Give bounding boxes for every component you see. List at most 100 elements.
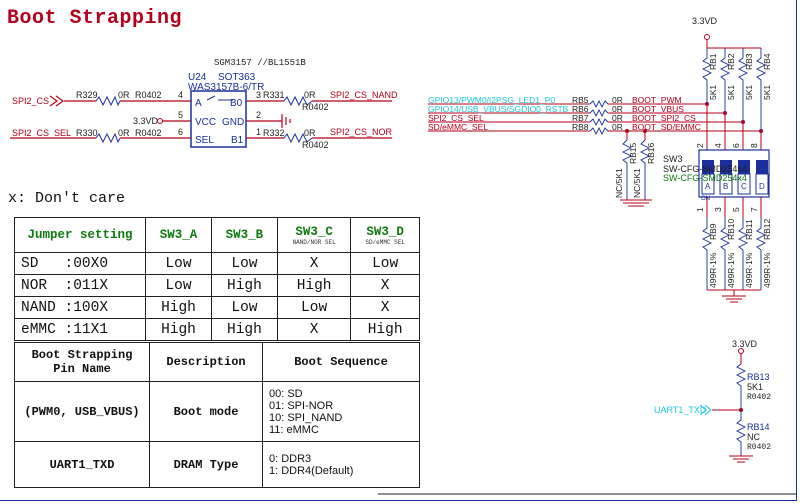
boot-switch-network	[428, 34, 770, 303]
r332-pkg: R0402	[302, 140, 329, 150]
table-row: (PWM0, USB_VBUS) Boot mode 00: SD 01: SP…	[14, 381, 420, 442]
pin-b0-num: 3	[256, 90, 261, 100]
sw3-on: ON	[701, 196, 710, 202]
pin-a-num: 4	[178, 90, 183, 100]
top-pin-8: 8	[749, 143, 759, 148]
top-pin-4: 4	[713, 143, 723, 148]
rb2-ref: RB2	[726, 53, 736, 70]
sw3-body	[698, 149, 770, 198]
spi2-cs-port-icon	[49, 95, 65, 107]
jumper-header-b: SW3_B	[210, 217, 278, 253]
r332-val: 0R	[304, 128, 316, 138]
sw3-label-d: D	[759, 182, 765, 191]
rb14-val: NC	[747, 432, 760, 442]
net-right-3: BOOT_SPI2_CS	[632, 113, 696, 123]
net-right-1: BOOT_PWM	[632, 95, 682, 105]
bottom-pin-7: 7	[749, 207, 759, 212]
net-right-4: BOOT_SD/EMMC	[632, 122, 701, 132]
r329-val: 0R	[118, 90, 130, 100]
table-row: NAND :100X High Low Low X	[14, 296, 420, 319]
net-spi2-cs-nand: SPI2_CS_NAND	[330, 90, 398, 100]
rb8-ref: RB8	[572, 122, 589, 132]
r330-resistor	[95, 132, 121, 144]
mux-gnd-icon	[281, 114, 291, 128]
pin-vcc-num: 5	[178, 110, 183, 120]
bottom-pin-3: 3	[713, 207, 723, 212]
jumper-header-a: SW3_A	[145, 217, 212, 253]
net-spi2-cs-sel: SPI2_CS_SEL	[12, 128, 71, 138]
net-uart1-txd: UART1_TXD	[654, 405, 707, 415]
mux-part-note: SGM3157 //BL1551B	[214, 58, 306, 68]
boot-header-pin: Boot Strapping Pin Name	[14, 342, 150, 382]
rb14-ref: RB14	[747, 422, 770, 432]
rb13-val: 5K1	[747, 382, 763, 392]
rb6-ref: RB6	[572, 104, 589, 114]
page-title: Boot Strapping	[7, 7, 183, 30]
rb4-ref: RB4	[762, 53, 772, 70]
pin-gnd-label: GND	[222, 117, 244, 128]
rb13-pkg: R0402	[747, 393, 771, 402]
r330-val: 0R	[118, 128, 130, 138]
boot-table-header: Boot Strapping Pin Name Description Boot…	[14, 342, 420, 382]
r329-ref: R329	[76, 90, 98, 100]
mux-vcc-icon	[157, 118, 163, 124]
pin-b1-label: B1	[231, 135, 244, 146]
sw3-label-a: A	[705, 182, 711, 191]
boot-header-desc: Description	[149, 342, 263, 382]
r330-ref: R330	[76, 128, 98, 138]
r331-val: 0R	[304, 90, 316, 100]
top-pin-6: 6	[731, 143, 741, 148]
mux-vcc-net: 3.3VD	[133, 116, 159, 126]
rb1-ref: RB1	[708, 53, 718, 70]
net-left-2: GPIO14/USB_VBUS/SGDIO0_RSTB	[428, 104, 569, 114]
rb14-pkg: R0402	[747, 443, 771, 452]
dont-care-note: x: Don't care	[8, 190, 126, 207]
rb4-val: 5K1	[762, 85, 772, 100]
rb13-ref: RB13	[747, 372, 770, 382]
pin-sel-label: SEL	[195, 135, 214, 146]
sw3-part-2: SW-CFG-SMD254x4	[663, 173, 747, 183]
mux-wires	[10, 100, 392, 139]
rb12-val: 499R-1%	[762, 252, 772, 288]
rb12-ref: RB12	[762, 218, 772, 240]
r332-ref: R332	[263, 128, 285, 138]
table-row: eMMC :11X1 High High X High	[14, 318, 420, 341]
rb16-val: NC/5K1	[632, 168, 642, 198]
rb6-val: 0R	[612, 104, 623, 114]
rb11-val: 499R-1%	[744, 252, 754, 288]
rb9-ref: RB9	[708, 223, 718, 240]
mux-ref: U24	[188, 72, 207, 83]
table-row: SD :00X0 Low Low X Low	[14, 252, 420, 275]
r332-resistor	[283, 132, 313, 144]
rb3-val: 5K1	[744, 85, 754, 100]
bottom-pin-5: 5	[731, 207, 741, 212]
sw3-part-1: SW-CFG-SMD254x4	[663, 164, 747, 174]
table-row: UART1_TXD DRAM Type 0: DDR3 1: DDR4(Defa…	[14, 441, 420, 488]
uart-vdd: 3.3VD	[732, 339, 758, 349]
rb7-val: 0R	[612, 113, 623, 123]
pin-a-label: A	[195, 98, 202, 109]
net-left-3: SPI2_CS_SEL	[428, 113, 484, 123]
rb11-ref: RB11	[744, 219, 754, 240]
rb15-ref: RB15	[628, 142, 638, 164]
pin-vcc-label: VCC	[195, 117, 216, 128]
net-left-1: GPIO13/PWM0/I2PSG_LED1_P0	[428, 95, 555, 105]
rb5-ref: RB5	[572, 95, 589, 105]
net-left-4: SD/eMMC_SEL	[428, 122, 488, 132]
u24-switch-arm	[206, 95, 216, 101]
mux-part: WAS3157B-6/TR	[188, 82, 264, 93]
mux-resistors	[95, 95, 313, 144]
top-pin-2: 2	[695, 143, 705, 148]
rb9-val: 499R-1%	[708, 252, 718, 288]
boot-strapping-table: Boot Strapping Pin Name Description Boot…	[14, 342, 420, 488]
pin-gnd-num: 2	[256, 110, 261, 120]
rb10-val: 499R-1%	[726, 252, 736, 288]
rb15-val: NC/5K1	[614, 168, 624, 198]
r329-pkg: R0402	[135, 90, 162, 100]
sw3-label-b: B	[723, 182, 728, 191]
uart-strap-network	[699, 348, 753, 463]
